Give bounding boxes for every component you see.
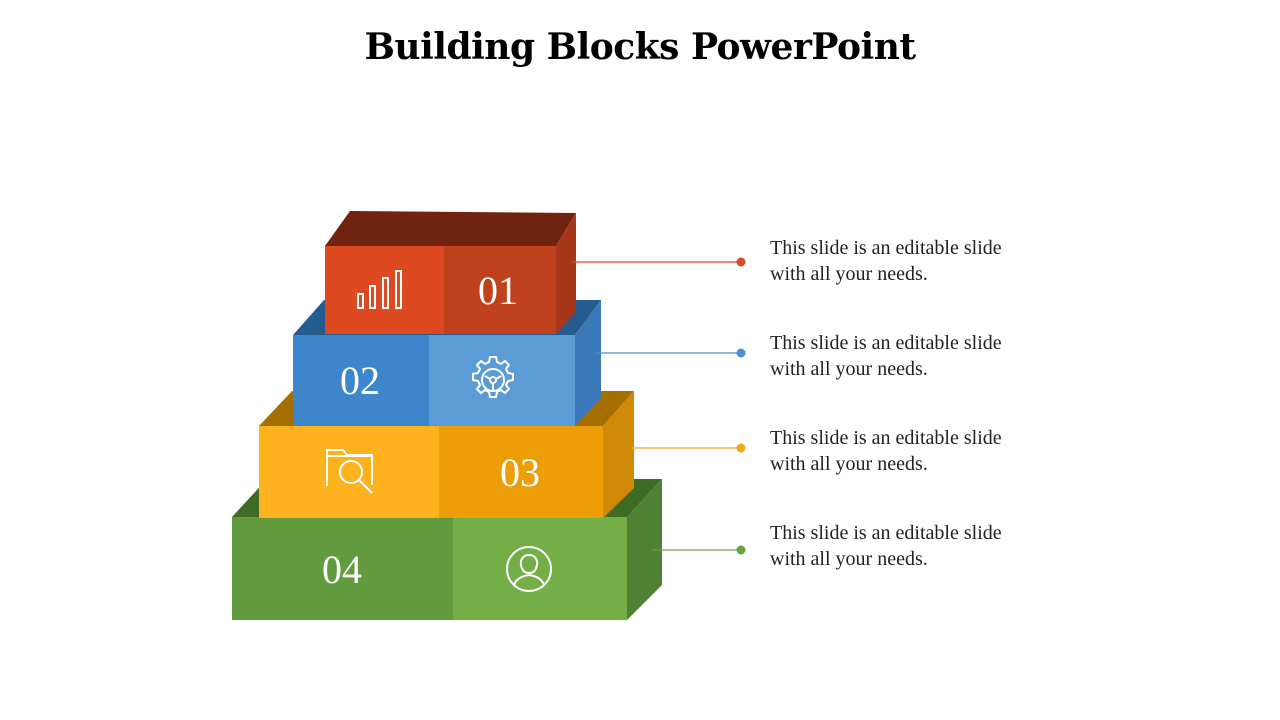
description-02-line1: This slide is an editable slide <box>770 332 1002 354</box>
description-03: This slide is an editable slide with all… <box>770 425 1070 477</box>
connector-03 <box>631 443 746 453</box>
block-01: 01 <box>325 211 576 334</box>
description-01-line1: This slide is an editable slide <box>770 237 1002 259</box>
description-03-line2: with all your needs. <box>770 453 928 475</box>
description-04-line1: This slide is an editable slide <box>770 522 1002 544</box>
block-02-number: 02 <box>340 358 380 403</box>
block-04-number: 04 <box>322 547 362 592</box>
description-01: This slide is an editable slide with all… <box>770 235 1070 287</box>
gear-icon <box>472 356 514 398</box>
connector-02 <box>596 348 746 358</box>
description-04-line2: with all your needs. <box>770 548 928 570</box>
description-04: This slide is an editable slide with all… <box>770 520 1070 572</box>
slide-title: Building Blocks PowerPoint <box>364 26 916 68</box>
description-02-line2: with all your needs. <box>770 358 928 380</box>
description-02: This slide is an editable slide with all… <box>770 330 1070 382</box>
folder-search-icon <box>326 449 373 494</box>
connector-04 <box>652 545 746 555</box>
description-03-line1: This slide is an editable slide <box>770 427 1002 449</box>
description-01-line2: with all your needs. <box>770 263 928 285</box>
block-03-number: 03 <box>500 450 540 495</box>
block-01-number: 01 <box>478 268 518 313</box>
bar-chart-icon <box>357 270 402 309</box>
user-icon <box>506 546 552 592</box>
connector-01 <box>572 257 746 267</box>
